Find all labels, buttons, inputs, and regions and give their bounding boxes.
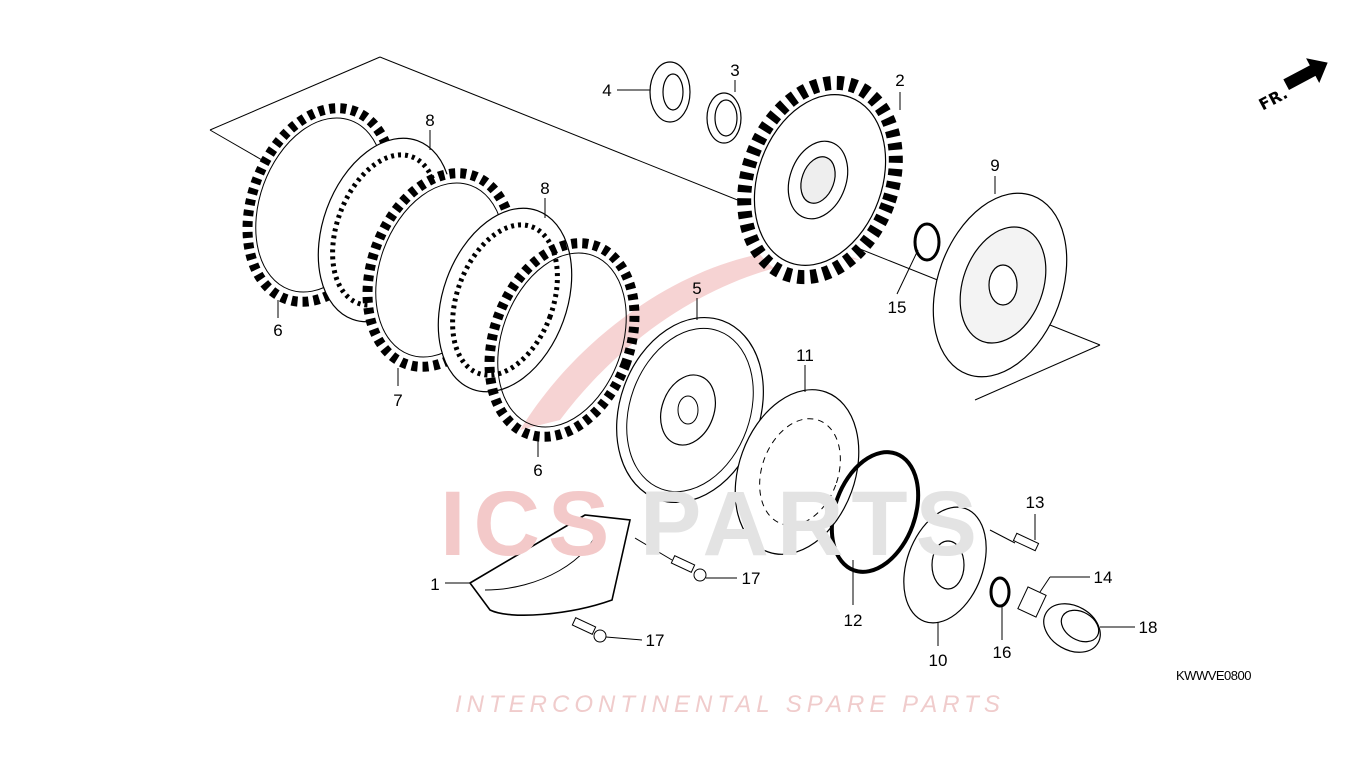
watermark-ics: ICS <box>440 473 617 575</box>
callout-5: 5 <box>692 279 701 298</box>
callout-13: 13 <box>1026 493 1045 512</box>
callout-3: 3 <box>730 61 739 80</box>
callout-14: 14 <box>1094 568 1113 587</box>
lifter-plate <box>903 506 987 624</box>
pressure-plate <box>616 316 764 504</box>
friction-disc-6b <box>484 238 640 442</box>
callout-1: 1 <box>430 575 439 594</box>
callout-9: 9 <box>990 156 999 175</box>
front-direction-marker: FR. <box>1256 58 1328 115</box>
leader-lines <box>277 80 1135 646</box>
thrust-washer <box>913 222 941 262</box>
bush <box>706 92 742 144</box>
callout-15: 15 <box>888 298 907 317</box>
callout-7: 7 <box>393 391 402 410</box>
cover <box>468 514 631 616</box>
collar <box>649 61 691 123</box>
watermark-parts: PARTS <box>640 473 985 575</box>
callout-12: 12 <box>844 611 863 630</box>
washer <box>989 576 1011 608</box>
bolt-13 <box>989 529 1040 552</box>
callout-6a: 6 <box>273 321 282 340</box>
diagram-code: KWWVE0800 <box>1176 668 1251 683</box>
bolt-17b <box>571 617 607 643</box>
callout-16: 16 <box>993 643 1012 662</box>
judder-spring-ring <box>829 450 921 574</box>
watermark-swoosh <box>520 249 860 430</box>
callout-17a: 17 <box>742 569 761 588</box>
callout-8a: 8 <box>425 111 434 130</box>
bearing <box>1043 603 1101 653</box>
bolt-17a <box>634 537 707 582</box>
clutch-plate-8b <box>437 207 573 393</box>
front-label: FR. <box>1256 84 1291 115</box>
callout-10: 10 <box>929 651 948 670</box>
callout-11: 11 <box>796 346 814 365</box>
spring-seat-plate <box>734 389 860 555</box>
callout-8b: 8 <box>540 179 549 198</box>
callout-2: 2 <box>895 71 904 90</box>
clutch-center <box>932 192 1068 378</box>
callout-4: 4 <box>602 81 611 100</box>
clutch-outer <box>737 75 903 285</box>
callout-6b: 6 <box>533 461 542 480</box>
lock-nut <box>1017 586 1047 618</box>
callout-18: 18 <box>1139 618 1158 637</box>
watermark-tagline: INTERCONTINENTAL SPARE PARTS <box>455 691 1005 718</box>
front-arrow-icon <box>1283 58 1328 90</box>
watermark-logo: ICS PARTS INTERCONTINENTAL SPARE PARTS <box>440 473 1005 718</box>
callout-17b: 17 <box>646 631 665 650</box>
